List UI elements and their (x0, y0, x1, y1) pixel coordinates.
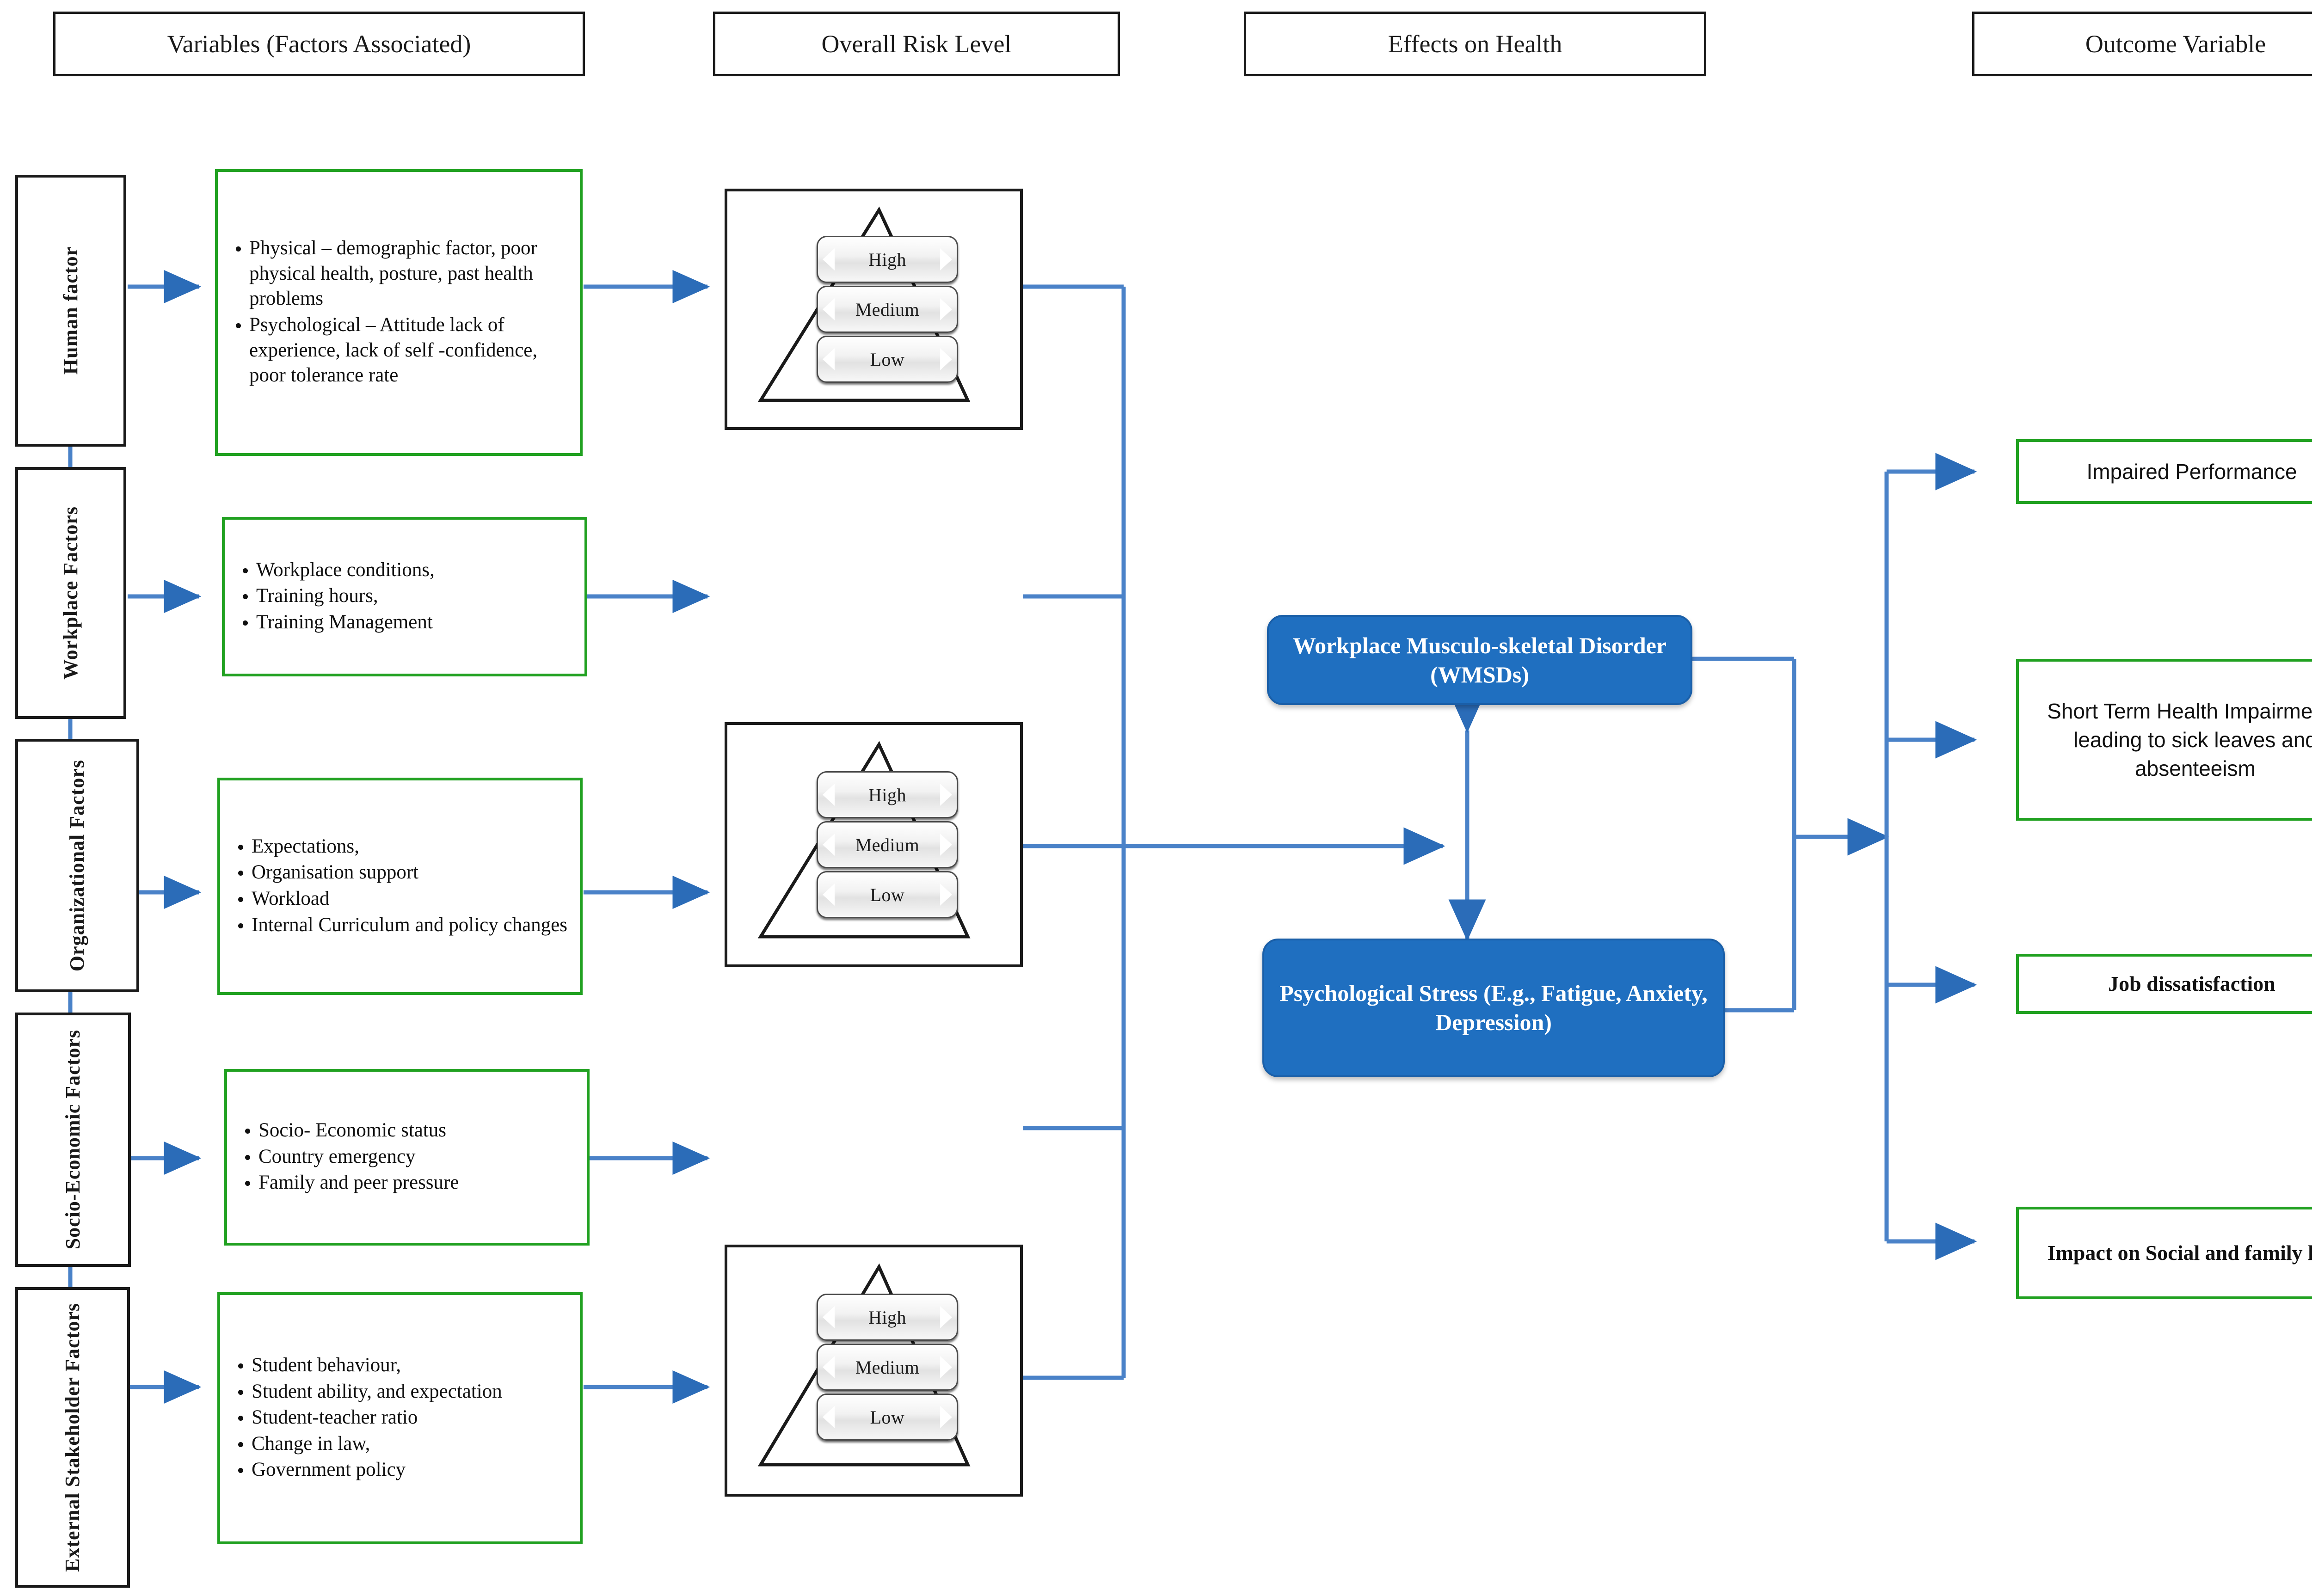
risk-chip-label: Low (870, 1406, 905, 1428)
factor-details-workplace-factors: Workplace conditions, Training hours, Tr… (222, 517, 587, 676)
risk-chip-medium[interactable]: Medium (817, 821, 958, 868)
header-outcome-variable: Outcome Variable (1972, 12, 2312, 76)
risk-chip-low[interactable]: Low (817, 871, 958, 918)
risk-chip-high[interactable]: High (817, 236, 958, 283)
list-item: Government policy (252, 1457, 502, 1483)
risk-chip-high[interactable]: High (817, 771, 958, 818)
risk-chip-low[interactable]: Low (817, 336, 958, 383)
risk-chip-label: Medium (855, 834, 920, 855)
risk-chip-label: High (868, 1307, 906, 1328)
list-item: Training Management (256, 610, 435, 635)
list-item: Family and peer pressure (258, 1170, 459, 1196)
risk-chip-medium[interactable]: Medium (817, 1344, 958, 1391)
list-item: Workplace conditions, (256, 558, 435, 583)
list-item: Student behaviour, (252, 1353, 502, 1378)
factor-label-text: Human factor (59, 246, 82, 375)
list-item: Workload (252, 886, 567, 912)
list-item: Change in law, (252, 1431, 502, 1457)
bullet-list: Workplace conditions, Training hours, Tr… (229, 558, 435, 636)
risk-chip-high[interactable]: High (817, 1294, 958, 1341)
list-item: Internal Curriculum and policy changes (252, 913, 567, 938)
list-item: Socio- Economic status (258, 1118, 459, 1143)
factor-label-text: Socio-Economic Factors (61, 1030, 84, 1250)
list-item: Organisation support (252, 860, 567, 885)
factor-details-human-factor: Physical – demographic factor, poor phys… (215, 169, 583, 456)
bullet-list: Socio- Economic status Country emergency… (232, 1118, 459, 1197)
outcome-box-impact-social-family[interactable]: Impact on Social and family life (2016, 1207, 2312, 1299)
bullet-list: Student behaviour, Student ability, and … (225, 1353, 502, 1484)
risk-pyramid-workplace-factors: High Medium Low (725, 722, 1023, 967)
risk-chip-medium[interactable]: Medium (817, 286, 958, 333)
list-item: Student-teacher ratio (252, 1405, 502, 1430)
list-item: Expectations, (252, 834, 567, 859)
header-overall-risk-level: Overall Risk Level (713, 12, 1120, 76)
factor-label-text: Workplace Factors (59, 506, 82, 680)
list-item: Physical – demographic factor, poor phys… (249, 236, 572, 312)
risk-pyramid-organizational-factors: High Medium Low (725, 1245, 1023, 1497)
outcome-box-impaired-performance[interactable]: Impaired Performance (2016, 439, 2312, 504)
risk-chip-label: Medium (855, 299, 920, 320)
outcome-box-job-dissatisfaction[interactable]: Job dissatisfaction (2016, 954, 2312, 1014)
factor-label-text: Organizational Factors (65, 759, 88, 972)
factor-label-text: External Stakeholder Factors (61, 1302, 84, 1572)
factor-label-human-factor[interactable]: Human factor (15, 175, 126, 447)
effect-box-psychological-stress[interactable]: Psychological Stress (E.g., Fatigue, Anx… (1262, 939, 1725, 1077)
effect-box-wmsds[interactable]: Workplace Musculo-skeletal Disorder (WMS… (1267, 615, 1692, 705)
bullet-list: Expectations, Organisation support Workl… (225, 834, 567, 939)
factor-details-external-stakeholder-factors: Student behaviour, Student ability, and … (217, 1292, 583, 1544)
outcome-box-short-term-health-impairment[interactable]: Short Term Health Impairment - leading t… (2016, 659, 2312, 821)
factor-label-workplace-factors[interactable]: Workplace Factors (15, 467, 126, 719)
risk-chip-label: High (868, 249, 906, 270)
risk-chip-label: High (868, 784, 906, 805)
factor-details-organizational-factors: Expectations, Organisation support Workl… (217, 778, 583, 995)
list-item: Student ability, and expectation (252, 1379, 502, 1405)
risk-chip-low[interactable]: Low (817, 1393, 958, 1441)
risk-chip-label: Low (870, 884, 905, 905)
header-variables: Variables (Factors Associated) (53, 12, 585, 76)
list-item: Country emergency (258, 1144, 459, 1170)
factor-label-organizational-factors[interactable]: Organizational Factors (15, 739, 139, 992)
list-item: Psychological – Attitude lack of experie… (249, 313, 572, 388)
bullet-list: Physical – demographic factor, poor phys… (222, 236, 572, 389)
factor-label-socio-economic-factors[interactable]: Socio-Economic Factors (15, 1013, 131, 1267)
factor-details-socio-economic-factors: Socio- Economic status Country emergency… (224, 1069, 590, 1246)
list-item: Training hours, (256, 583, 435, 609)
header-effects-on-health: Effects on Health (1244, 12, 1706, 76)
factor-label-external-stakeholder-factors[interactable]: External Stakeholder Factors (15, 1287, 130, 1588)
risk-pyramid-human-factor: High Medium Low (725, 189, 1023, 430)
risk-chip-label: Medium (855, 1357, 920, 1378)
risk-chip-label: Low (870, 349, 905, 370)
